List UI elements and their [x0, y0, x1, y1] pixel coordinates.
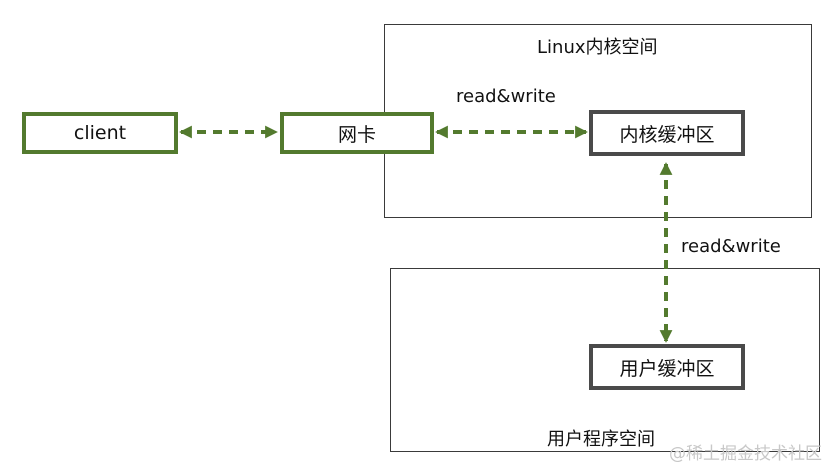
watermark: @稀土掘金技术社区	[669, 444, 822, 464]
user-buffer-box: 用户缓冲区	[589, 344, 745, 390]
client-label: client	[73, 122, 127, 144]
kernel-buffer-box: 内核缓冲区	[589, 110, 745, 156]
user-space-region: 用户程序空间	[390, 268, 820, 452]
nic-kernel-rw-label: read&write	[456, 86, 556, 107]
user-space-label: 用户程序空间	[547, 429, 655, 450]
kernel-buffer-label: 内核缓冲区	[619, 123, 715, 146]
nic-label: 网卡	[337, 123, 376, 146]
kernel-user-rw-label: read&write	[681, 236, 781, 257]
nic-box: 网卡	[280, 112, 434, 154]
kernel-space-label: Linux内核空间	[537, 37, 658, 58]
client-box: client	[22, 112, 178, 154]
user-buffer-label: 用户缓冲区	[619, 357, 715, 380]
